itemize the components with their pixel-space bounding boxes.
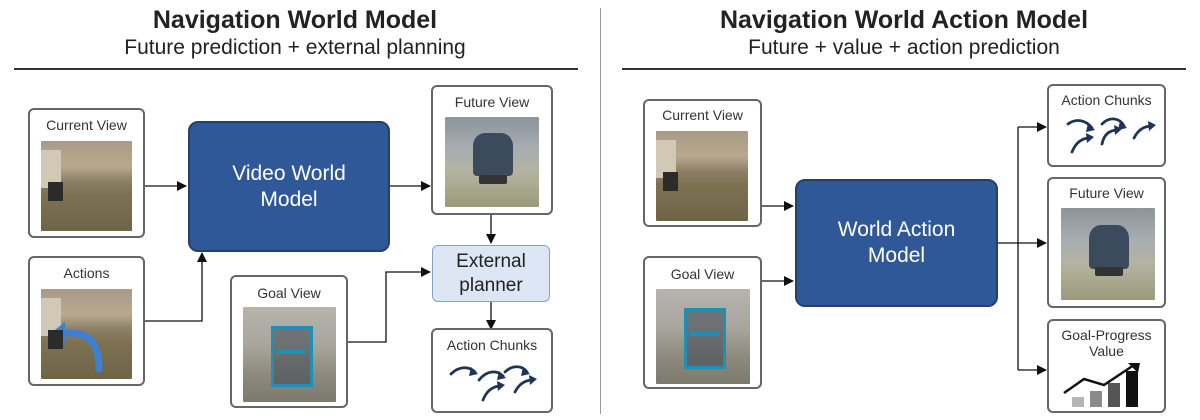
external-planner-line1: External [456, 250, 526, 272]
left-panel-title: Navigation World Model [152, 6, 438, 34]
future-view-label: Future View [454, 94, 530, 110]
bar-chart-icon [1063, 363, 1140, 407]
external-planner-line2: planner [459, 274, 523, 296]
video-world-model-line1: Video World [232, 161, 346, 185]
future-view-image [445, 117, 539, 207]
right-action-chunks-card: Action Chunks [1047, 84, 1166, 167]
right-goal-view-card: Goal View [643, 256, 762, 389]
trajectory-arrow-icon [51, 322, 103, 373]
action-chunks-card: Action Chunks [431, 328, 553, 413]
right-action-chunks-label: Action Chunks [1061, 92, 1152, 108]
right-current-view-card: Current View [643, 99, 762, 227]
current-view-image [41, 141, 132, 231]
right-panel-title: Navigation World Action Model [719, 6, 1089, 34]
actions-label: Actions [63, 265, 110, 281]
actions-card: Actions [28, 256, 145, 386]
left-panel-subtitle: Future prediction + external planning [124, 36, 466, 59]
action-chunks-label: Action Chunks [446, 337, 538, 353]
goal-progress-label-line1: Goal-Progress [1061, 327, 1152, 343]
arrow-actions-to-model [145, 252, 207, 322]
right-action-chunks-icon [1066, 117, 1156, 154]
goal-view-image [243, 307, 336, 402]
panel-divider [600, 8, 601, 414]
right-future-view-label: Future View [1069, 185, 1144, 201]
right-panel-subtitle: Future + value + action prediction [748, 36, 1060, 59]
left-header-rule [14, 68, 578, 70]
right-header-rule [622, 68, 1186, 70]
right-goal-view-image [656, 289, 750, 384]
goal-view-card: Goal View [230, 275, 348, 408]
arrow-wam-branch [998, 127, 1019, 370]
video-world-model-line2: Model [260, 187, 318, 211]
goal-view-label: Goal View [257, 285, 321, 301]
actions-image [41, 289, 132, 379]
arrow-goal-to-planner [348, 267, 431, 343]
right-future-view-image [1061, 208, 1155, 300]
right-goal-view-label: Goal View [670, 266, 735, 282]
right-current-view-image [656, 131, 748, 221]
world-action-model-line2: Model [867, 244, 926, 267]
current-view-label: Current View [46, 117, 127, 133]
action-chunks-icon [449, 365, 537, 402]
goal-progress-label-line2: Value [1089, 343, 1124, 359]
right-current-view-label: Current View [662, 107, 743, 123]
goal-progress-card: Goal-Progress Value [1047, 319, 1166, 413]
world-action-model-line1: World Action [837, 218, 956, 241]
right-future-view-card: Future View [1047, 177, 1166, 308]
current-view-card: Current View [28, 108, 145, 238]
future-view-card: Future View [431, 85, 553, 215]
